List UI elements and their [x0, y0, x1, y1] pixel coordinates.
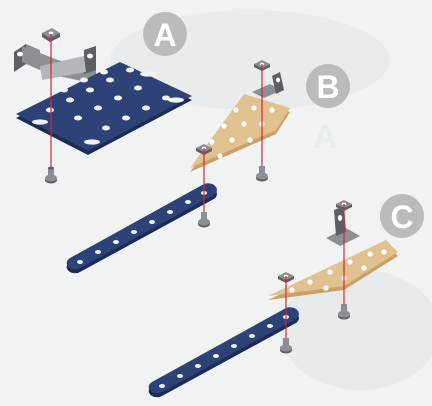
- step-badge-a: A: [143, 12, 187, 56]
- step-label-c: C: [390, 199, 413, 235]
- step-badge-c: C: [380, 194, 424, 238]
- step-label-a: A: [153, 17, 176, 53]
- ghost-letter: A: [313, 118, 338, 156]
- step-badge-b: B: [306, 64, 350, 108]
- step-label-b: B: [316, 69, 339, 105]
